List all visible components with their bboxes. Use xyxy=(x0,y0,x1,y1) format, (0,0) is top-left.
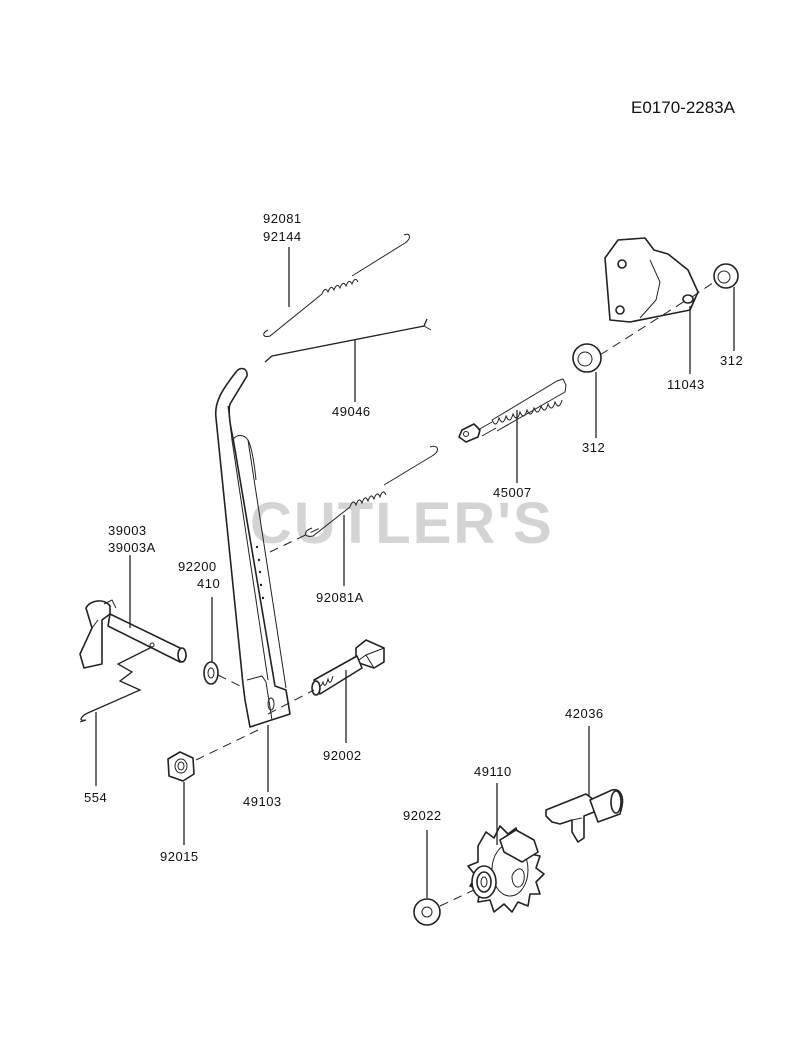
axis-92081A xyxy=(269,527,321,553)
bracket-11043 xyxy=(604,237,699,323)
bolt-92002 xyxy=(311,639,385,696)
spring-92081 xyxy=(263,233,410,337)
label-49046: 49046 xyxy=(332,404,371,419)
label-92144: 92144 xyxy=(263,229,302,244)
axis-11043b xyxy=(691,277,721,298)
label-49110: 49110 xyxy=(474,764,512,779)
washer-92022 xyxy=(413,898,441,926)
label-92002: 92002 xyxy=(323,748,362,763)
label-92022: 92022 xyxy=(403,808,442,823)
rod-49046 xyxy=(264,318,432,363)
gear-49110 xyxy=(467,825,545,913)
label-39003A: 39003A xyxy=(108,540,156,555)
nut-312-right xyxy=(713,263,739,289)
shaft-39003 xyxy=(79,599,187,669)
axis-92022 xyxy=(439,889,475,907)
spring-92081A xyxy=(304,445,438,537)
label-312-right: 312 xyxy=(720,353,743,368)
pin-554 xyxy=(79,646,153,723)
axis-92002 xyxy=(267,689,315,715)
label-554: 554 xyxy=(84,790,107,805)
diagram-code: E0170-2283A xyxy=(631,98,736,117)
label-92081: 92081 xyxy=(263,211,302,226)
label-45007: 45007 xyxy=(493,485,532,500)
label-410: 410 xyxy=(197,576,220,591)
label-39003: 39003 xyxy=(108,523,147,538)
label-11043: 11043 xyxy=(667,377,705,392)
axis-410 xyxy=(217,674,245,689)
washer-410 xyxy=(203,661,219,685)
label-49103: 49103 xyxy=(243,794,282,809)
watermark: CUTLER'S xyxy=(250,491,554,556)
nut-92015 xyxy=(167,751,195,782)
shaft-42036 xyxy=(545,788,624,843)
label-312-middle: 312 xyxy=(582,440,605,455)
lever-49103 xyxy=(214,367,291,728)
nut-312-middle xyxy=(572,343,602,373)
axis-92015 xyxy=(195,729,259,761)
label-92015: 92015 xyxy=(160,849,199,864)
label-92081A: 92081A xyxy=(316,590,364,605)
axis-11043 xyxy=(599,298,689,356)
label-42036: 42036 xyxy=(565,706,604,721)
label-92200: 92200 xyxy=(178,559,217,574)
threaded-rod-45007 xyxy=(458,378,567,443)
